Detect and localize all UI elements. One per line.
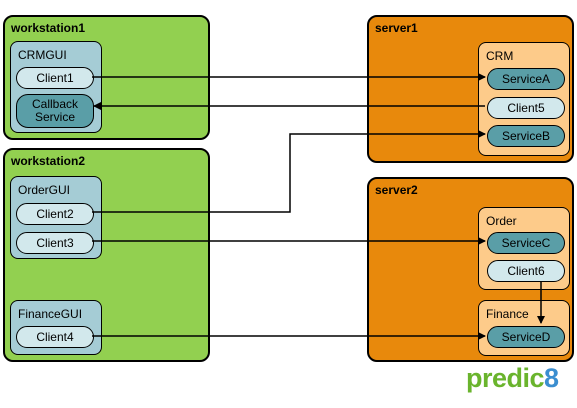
crmgui-component: CRMGUI Client1 Callback Service	[10, 41, 102, 133]
workstation2-node: workstation2 OrderGUI Client2 Client3 Fi…	[3, 148, 210, 362]
serviceD-port[interactable]: ServiceD	[487, 326, 565, 348]
client6-port[interactable]: Client6	[487, 260, 565, 282]
logo-text: predic	[466, 363, 545, 393]
workstation1-node: workstation1 CRMGUI Client1 Callback Ser…	[3, 15, 210, 140]
order-title: Order	[486, 214, 517, 228]
serviceC-port[interactable]: ServiceC	[487, 232, 565, 254]
crm-component: CRM ServiceA Client5 ServiceB	[478, 42, 570, 156]
workstation1-title: workstation1	[11, 21, 86, 35]
crm-title: CRM	[486, 49, 514, 63]
ordergui-component: OrderGUI Client2 Client3	[10, 176, 102, 259]
callback-service-port[interactable]: Callback Service	[16, 94, 94, 128]
server2-title: server2	[375, 183, 418, 197]
client4-port[interactable]: Client4	[16, 326, 94, 348]
financegui-component: FinanceGUI Client4	[10, 300, 102, 355]
serviceB-port[interactable]: ServiceB	[487, 125, 565, 147]
client5-port[interactable]: Client5	[487, 97, 565, 119]
server1-node: server1 CRM ServiceA Client5 ServiceB	[367, 15, 574, 163]
finance-title: Finance	[486, 307, 529, 321]
serviceA-port[interactable]: ServiceA	[487, 68, 565, 90]
order-component: Order ServiceC Client6	[478, 207, 570, 290]
client3-port[interactable]: Client3	[16, 232, 94, 254]
financegui-title: FinanceGUI	[18, 307, 83, 321]
ordergui-title: OrderGUI	[18, 183, 71, 197]
client1-port[interactable]: Client1	[16, 67, 94, 89]
predic8-logo: predic8	[466, 363, 559, 403]
server1-title: server1	[375, 21, 418, 35]
server2-node: server2 Order ServiceC Client6 Finance S…	[367, 177, 574, 362]
client2-port[interactable]: Client2	[16, 203, 94, 225]
crmgui-title: CRMGUI	[18, 48, 67, 62]
workstation2-title: workstation2	[11, 154, 86, 168]
logo-number: 8	[544, 363, 559, 393]
finance-component: Finance ServiceD	[478, 300, 570, 356]
